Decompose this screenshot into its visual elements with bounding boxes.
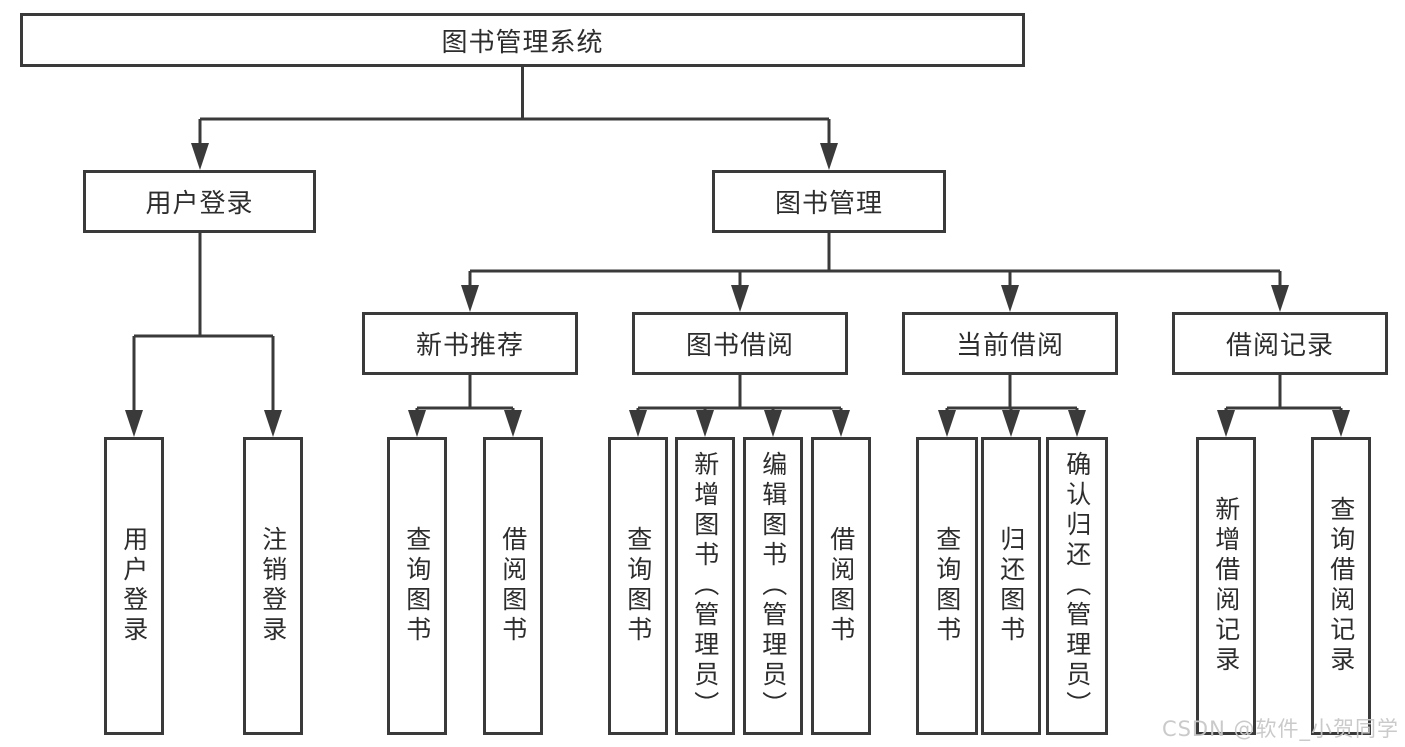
leaf-borrowing-add-book-admin: 新增图书（管理员） <box>675 437 735 735</box>
connector-root-to-level2 <box>191 67 838 170</box>
node-label: 新增图书（管理员） <box>690 451 720 721</box>
csdn-watermark: CSDN @软件_小贺同学 <box>1161 717 1399 741</box>
connector-book-management-to-level3 <box>461 233 1289 312</box>
node-label: 新增借阅记录 <box>1211 496 1241 676</box>
node-label: 图书管理系统 <box>441 27 604 58</box>
leaf-borrowing-borrow-books: 借阅图书 <box>811 437 871 735</box>
node-user-login: 用户登录 <box>83 170 316 233</box>
node-label: 确认归还（管理员） <box>1062 451 1092 721</box>
node-label: 用户登录 <box>119 526 149 646</box>
leaf-borrowing-query-books: 查询图书 <box>608 437 668 735</box>
node-label: 图书借阅 <box>685 331 794 361</box>
node-book-borrowing: 图书借阅 <box>632 312 848 375</box>
leaf-borrowing-edit-book-admin: 编辑图书（管理员） <box>743 437 803 735</box>
node-label: 归还图书 <box>996 526 1026 646</box>
node-label: 查询图书 <box>402 526 432 646</box>
leaf-records-query-record: 查询借阅记录 <box>1311 437 1371 735</box>
node-label: 编辑图书（管理员） <box>758 451 788 721</box>
connector-book-borrowing-to-leaves <box>629 375 850 437</box>
node-borrowing-records: 借阅记录 <box>1172 312 1388 375</box>
node-label: 图书管理 <box>774 189 883 219</box>
node-label: 当前借阅 <box>955 331 1064 361</box>
leaf-logout: 注销登录 <box>243 437 303 735</box>
leaf-user-login: 用户登录 <box>104 437 164 735</box>
node-label: 借阅图书 <box>826 526 856 646</box>
connector-current-borrowing-to-leaves <box>938 375 1086 437</box>
leaf-newbook-query-books: 查询图书 <box>387 437 447 735</box>
connector-borrowing-records-to-leaves <box>1217 375 1350 437</box>
leaf-newbook-borrow-books: 借阅图书 <box>483 437 543 735</box>
node-label: 借阅记录 <box>1225 331 1334 361</box>
leaf-current-return-books: 归还图书 <box>981 437 1041 735</box>
node-label: 借阅图书 <box>498 526 528 646</box>
connector-new-book-to-leaves <box>408 375 522 437</box>
node-label: 注销登录 <box>258 526 288 646</box>
node-label: 用户登录 <box>145 189 254 219</box>
node-current-borrowing: 当前借阅 <box>902 312 1118 375</box>
leaf-current-query-books: 查询图书 <box>916 437 978 735</box>
node-label: 新书推荐 <box>415 331 524 361</box>
connector-user-login-to-leaves <box>125 233 282 437</box>
node-book-management: 图书管理 <box>712 170 946 233</box>
leaf-current-confirm-return-admin: 确认归还（管理员） <box>1046 437 1108 735</box>
node-library-management-system: 图书管理系统 <box>20 13 1025 67</box>
node-label: 查询图书 <box>932 526 962 646</box>
leaf-records-add-record: 新增借阅记录 <box>1196 437 1256 735</box>
node-label: 查询图书 <box>623 526 653 646</box>
node-label: 查询借阅记录 <box>1326 496 1356 676</box>
node-new-book-recommend: 新书推荐 <box>362 312 578 375</box>
